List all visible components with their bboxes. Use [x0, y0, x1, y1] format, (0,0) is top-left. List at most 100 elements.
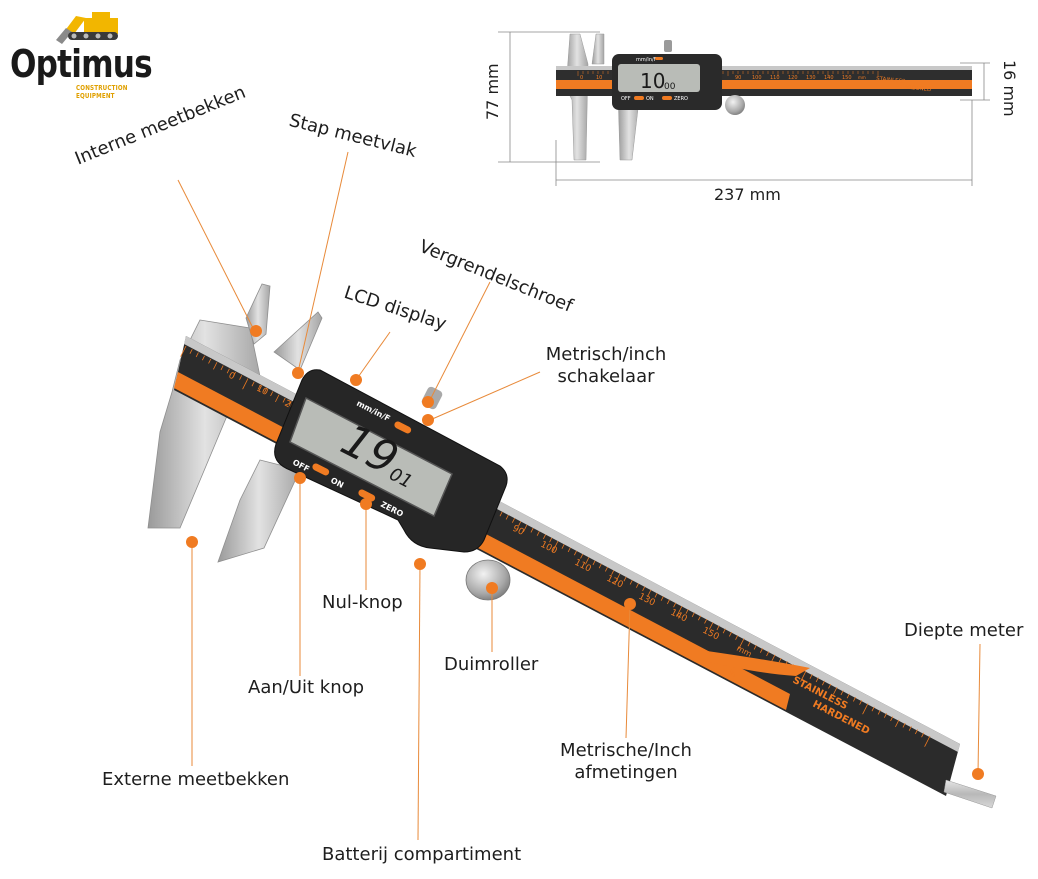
scale-tick — [635, 583, 639, 588]
scale-tick — [852, 696, 856, 702]
scale-tick — [201, 355, 205, 361]
dot-metrische — [624, 598, 636, 610]
dot-diepte — [972, 768, 984, 780]
small-mode-button[interactable] — [655, 57, 663, 60]
scale-tick — [604, 566, 608, 572]
scale-tick — [753, 644, 757, 650]
scale-tick — [809, 674, 813, 679]
scale-tick — [666, 599, 670, 605]
scale-tick — [914, 729, 918, 735]
leader-metrische — [625, 603, 631, 739]
small-lcd — [618, 64, 700, 92]
thumb-roller[interactable] — [465, 559, 511, 601]
scale-tick — [208, 358, 212, 364]
scale-tick — [226, 368, 230, 374]
scale-tick — [766, 651, 770, 657]
moving-inner-jaw — [273, 311, 323, 371]
leader-diepte — [977, 643, 981, 775]
small-scale-10: 10 — [596, 75, 602, 81]
scale-tick — [908, 726, 912, 731]
scale-tick — [213, 362, 218, 370]
label-metrische-line1: Metrische/Inch — [560, 740, 692, 761]
scale-tick — [251, 381, 255, 387]
scale-tick — [676, 605, 683, 617]
small-zero-button[interactable] — [662, 96, 672, 100]
scale-10: 10 — [255, 384, 270, 398]
scale-tick — [902, 722, 906, 728]
scale-tick — [263, 388, 267, 393]
dot-stap — [292, 367, 304, 379]
scale-90: 90 — [511, 524, 526, 538]
depth-rod — [943, 779, 997, 809]
moving-outer-jaw — [217, 459, 301, 563]
power-button[interactable] — [311, 462, 330, 476]
dim-height-label: 77 mm — [483, 63, 502, 120]
scale-tick — [505, 514, 509, 520]
small-scale-120: 120 — [788, 75, 798, 81]
leader-batterij — [417, 563, 421, 841]
small-beam-edge — [556, 66, 972, 70]
small-scale-110: 110 — [770, 75, 780, 81]
scale-tick — [552, 540, 559, 552]
small-roller — [725, 95, 745, 115]
scale-tick — [647, 589, 652, 598]
scale-tick — [549, 537, 553, 543]
dot-metrisch — [422, 414, 434, 426]
scale-tick — [797, 667, 801, 673]
zero-button[interactable] — [357, 488, 376, 502]
scale-tick — [518, 521, 522, 527]
scale-tick — [821, 680, 825, 686]
scale-tick — [180, 345, 187, 357]
small-scale-100: 100 — [752, 75, 762, 81]
label-duimroller: Duimroller — [444, 654, 539, 675]
scale-tick — [709, 622, 714, 630]
scale-tick — [871, 706, 875, 712]
logo-tagline: CONSTRUCTION EQUIPMENT — [76, 84, 128, 100]
scale-tick — [270, 391, 274, 397]
scale-tick — [738, 638, 745, 650]
small-brand-1: STAINLESS — [876, 76, 906, 85]
scale-tick — [862, 703, 869, 715]
scale-tick — [859, 700, 863, 705]
scale-tick — [921, 732, 925, 738]
small-scale-130: 130 — [806, 75, 816, 81]
scale-tick — [895, 719, 900, 728]
scale-tick — [735, 635, 739, 640]
scale-tick — [840, 690, 844, 696]
small-off-label: OFF — [621, 96, 631, 102]
scale-tick — [585, 557, 590, 565]
scale-tick — [499, 511, 503, 517]
scale-tick — [567, 547, 571, 553]
scale-tick — [511, 518, 515, 523]
scale-tick — [833, 687, 838, 695]
small-lcd-value: 10 — [640, 69, 665, 93]
label-metrisch-inch-schakelaar: Metrisch/inch schakelaar — [534, 344, 678, 388]
scale-tick — [242, 378, 249, 390]
dot-nul — [360, 498, 372, 510]
scale-tick — [815, 677, 819, 683]
leader-interne — [177, 179, 255, 331]
scale-tick — [685, 609, 689, 614]
small-mode-label: mm/in/F — [636, 57, 657, 63]
small-beam-stripe — [556, 80, 972, 89]
scale-tick — [691, 612, 695, 618]
scale-tick — [614, 573, 621, 585]
small-onoff-button[interactable] — [634, 96, 644, 100]
scale-tick — [828, 683, 832, 689]
scale-tick — [288, 401, 292, 406]
small-lcd-decimals: 00 — [664, 82, 676, 92]
small-on-label: ON — [646, 96, 654, 102]
scale-tick — [232, 371, 236, 377]
leader-lines — [177, 151, 981, 841]
scale-tick — [598, 563, 602, 569]
scale-tick — [778, 657, 782, 663]
scale-tick — [924, 735, 931, 747]
scale-tick — [759, 648, 763, 653]
leader-metrisch — [429, 371, 541, 421]
mode-button[interactable] — [393, 420, 412, 434]
dim-thickness-label: 16 mm — [1000, 60, 1019, 117]
scale-tick — [189, 349, 193, 354]
small-zero-label: ZERO — [674, 96, 688, 102]
scale-unit-in: in — [727, 668, 738, 679]
scale-tick — [660, 596, 664, 601]
